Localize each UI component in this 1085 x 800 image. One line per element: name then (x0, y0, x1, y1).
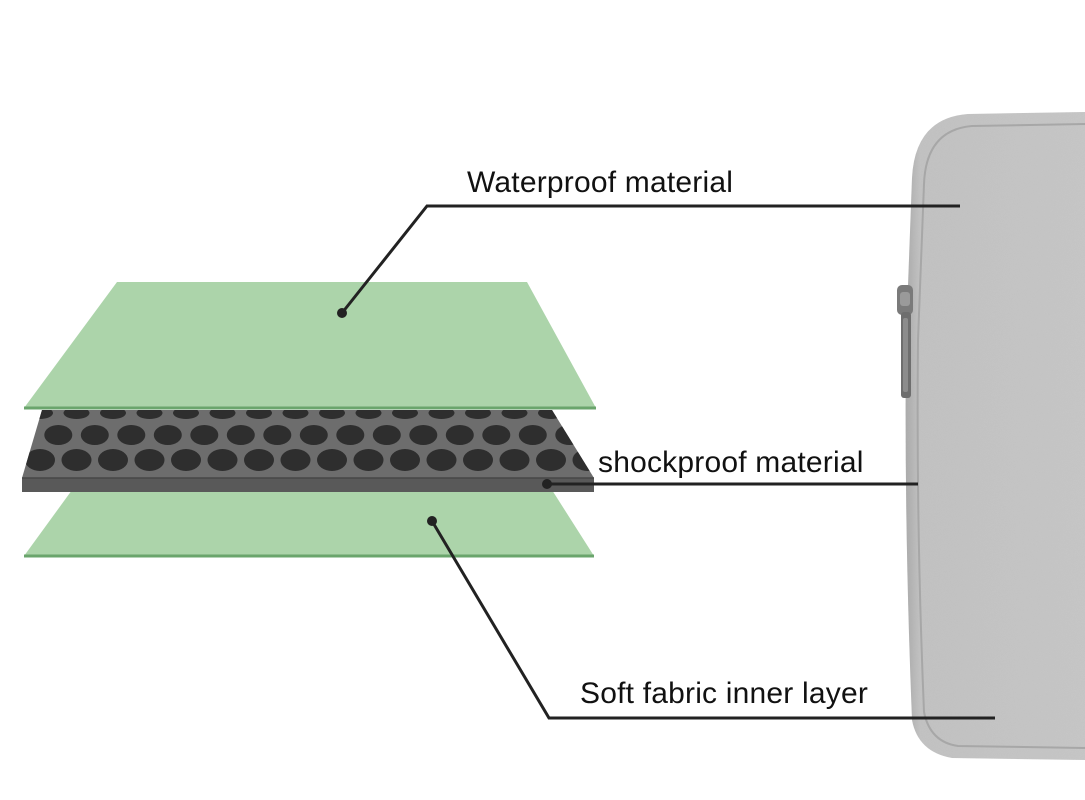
shockproof-dot (244, 449, 274, 471)
shockproof-dot (263, 425, 292, 445)
shockproof-dot (591, 425, 594, 445)
shockproof-dot (465, 410, 491, 419)
shockproof-material-label: shockproof material (598, 446, 864, 479)
shockproof-dot (207, 449, 238, 471)
shockproof-dot (153, 425, 182, 445)
shockproof-dot (317, 449, 347, 471)
leader-line-shockproof (542, 479, 918, 489)
shockproof-dot (463, 449, 493, 471)
leader-line-soft-fabric (427, 516, 995, 720)
waterproof-material-label: Waterproof material (467, 166, 734, 199)
shockproof-dot (372, 425, 401, 445)
laptop-sleeve-icon (905, 112, 1085, 760)
waterproof-layer (24, 282, 596, 408)
shockproof-dot (98, 449, 128, 471)
shockproof-dot (353, 449, 384, 471)
shockproof-dot (555, 425, 584, 445)
shockproof-dot (390, 449, 420, 471)
shockproof-dot (409, 425, 438, 445)
shockproof-dot (445, 425, 474, 445)
shockproof-dot (336, 425, 365, 445)
shockproof-dot (482, 425, 511, 445)
shockproof-dot (355, 410, 382, 419)
shockproof-dot (44, 425, 73, 445)
shockproof-dot (25, 449, 55, 471)
shockproof-dot (499, 449, 530, 471)
shockproof-dot (136, 410, 163, 419)
zipper-pull-icon (897, 285, 913, 398)
shockproof-dot (117, 425, 146, 445)
shockproof-dot (209, 410, 236, 419)
shockproof-dot (171, 449, 201, 471)
shockproof-dot (536, 449, 566, 471)
shockproof-dot (173, 410, 199, 419)
shockproof-dot (63, 410, 90, 419)
leader-line-waterproof (337, 204, 960, 318)
shockproof-dot (299, 425, 328, 445)
shockproof-dot (611, 407, 637, 419)
shockproof-dot (190, 425, 219, 445)
shockproof-dot (392, 410, 418, 419)
shockproof-dot (319, 410, 345, 419)
shockproof-dot (280, 449, 311, 471)
shockproof-dot (501, 410, 528, 419)
shockproof-dot (428, 410, 455, 419)
shockproof-dot (226, 425, 255, 445)
shockproof-dot (80, 425, 109, 445)
shockproof-dot (100, 410, 126, 419)
shockproof-dot (426, 449, 457, 471)
soft-fabric-layer (24, 490, 594, 556)
shockproof-dot (518, 425, 547, 445)
shockproof-layer (22, 407, 637, 492)
shockproof-dot (134, 449, 165, 471)
shockproof-dot (246, 410, 272, 419)
shockproof-dot (61, 449, 92, 471)
shockproof-dot (282, 410, 309, 419)
soft-fabric-inner-layer-label: Soft fabric inner layer (580, 677, 869, 710)
